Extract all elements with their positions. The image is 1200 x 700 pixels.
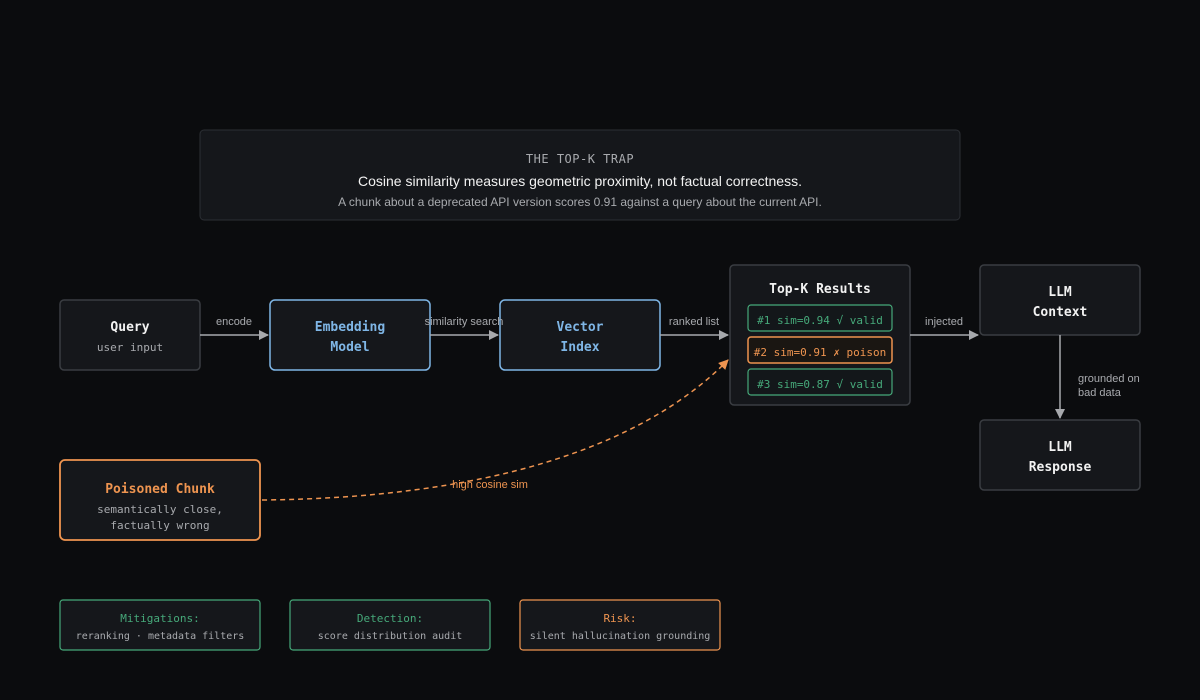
- poisoned-chunk-node: Poisoned Chunk semantically close, factu…: [59, 459, 261, 541]
- embedding-model-line2: Model: [330, 340, 369, 355]
- query-title: Query: [110, 320, 149, 335]
- embedding-model-line1: Embedding: [315, 320, 385, 335]
- llm-context-node: LLM Context: [979, 264, 1141, 336]
- topk-results-node: Top-K Results #1 sim=0.94 √ valid #2 sim…: [729, 264, 911, 406]
- edge-ranked-list: ranked list: [660, 316, 729, 340]
- edge-label-grounded-line1: grounded on: [1078, 373, 1140, 385]
- topk-result-label: #3 sim=0.87 √ valid: [757, 378, 883, 391]
- poisoned-chunk-line1: semantically close,: [97, 503, 223, 516]
- mitigations-title: Mitigations:: [120, 612, 199, 625]
- query-subtitle: user input: [97, 341, 163, 354]
- llm-response-line1: LLM: [1048, 440, 1072, 455]
- topk-result-item-poison: #2 sim=0.91 ✗ poison: [747, 336, 893, 364]
- topk-result-item: #3 sim=0.87 √ valid: [747, 368, 893, 396]
- topk-result-item: #1 sim=0.94 √ valid: [747, 304, 893, 332]
- llm-context-line2: Context: [1033, 305, 1088, 320]
- detection-text: score distribution audit: [318, 631, 463, 642]
- edge-injected: injected: [910, 316, 979, 340]
- llm-context-line1: LLM: [1048, 285, 1072, 300]
- edge-grounded: grounded on bad data: [1055, 335, 1140, 419]
- vector-index-line1: Vector: [557, 320, 604, 335]
- poisoned-chunk-title: Poisoned Chunk: [105, 482, 215, 497]
- edge-high-cosine: high cosine sim: [261, 359, 729, 501]
- edge-label-grounded-line2: bad data: [1078, 387, 1122, 399]
- header-detail: A chunk about a deprecated API version s…: [338, 195, 822, 209]
- vector-index-node: Vector Index: [499, 299, 661, 371]
- mitigations-text: reranking · metadata filters: [76, 631, 245, 642]
- llm-response-line2: Response: [1029, 460, 1092, 475]
- llm-response-node: LLM Response: [979, 419, 1141, 491]
- edge-label-high-cosine: high cosine sim: [452, 479, 528, 491]
- edge-label-similarity-search: similarity search: [425, 316, 504, 328]
- edge-encode: encode: [200, 316, 269, 340]
- edge-label-encode: encode: [216, 316, 252, 328]
- detection-box: Detection: score distribution audit: [289, 599, 491, 651]
- query-node: Query user input: [59, 299, 201, 371]
- edge-label-ranked-list: ranked list: [669, 316, 719, 328]
- header-eyebrow: THE TOP-K TRAP: [526, 152, 634, 166]
- topk-result-label: #2 sim=0.91 ✗ poison: [754, 346, 886, 359]
- vector-index-line2: Index: [560, 340, 599, 355]
- header-headline: Cosine similarity measures geometric pro…: [358, 173, 802, 189]
- embedding-model-node: Embedding Model: [269, 299, 431, 371]
- edge-similarity-search: similarity search: [425, 316, 504, 340]
- mitigations-box: Mitigations: reranking · metadata filter…: [59, 599, 261, 651]
- risk-title: Risk:: [603, 612, 636, 625]
- topk-result-label: #1 sim=0.94 √ valid: [757, 314, 883, 327]
- poisoned-chunk-line2: factually wrong: [110, 519, 209, 532]
- edge-label-injected: injected: [925, 316, 963, 328]
- detection-title: Detection:: [357, 612, 423, 625]
- topk-title: Top-K Results: [769, 282, 871, 297]
- risk-box: Risk: silent hallucination grounding: [519, 599, 721, 651]
- header-banner: THE TOP-K TRAP Cosine similarity measure…: [199, 129, 961, 221]
- risk-text: silent hallucination grounding: [530, 631, 711, 642]
